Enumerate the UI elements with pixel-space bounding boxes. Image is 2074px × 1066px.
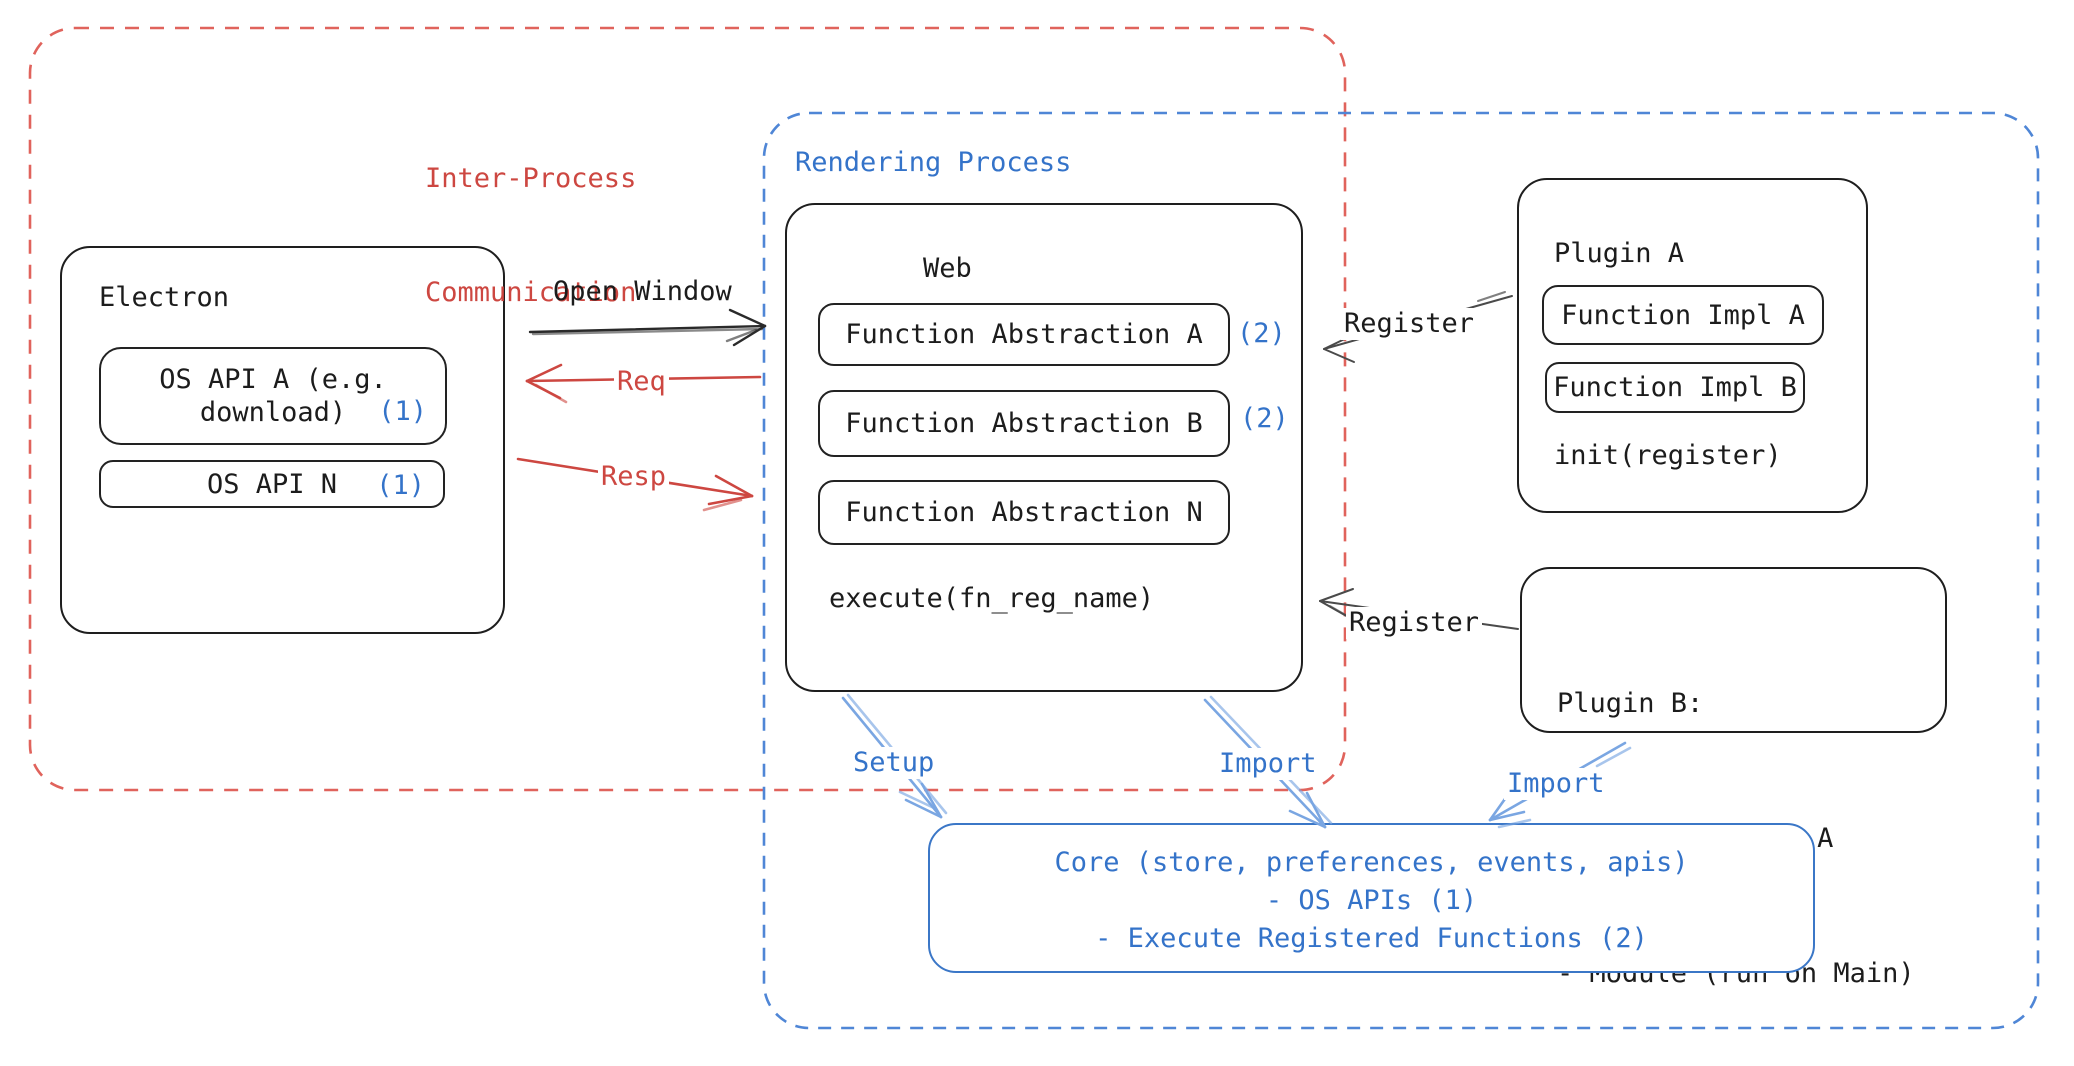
core-line3: - Execute Registered Functions (2) [1095, 923, 1648, 954]
os-api-n-box: OS API N (1) [99, 460, 445, 508]
function-impl-a-box: Function Impl A [1542, 285, 1824, 345]
rendering-process-label: Rendering Process [795, 147, 1072, 178]
function-abstraction-b-label: Function Abstraction B [845, 408, 1203, 439]
function-abstraction-a-box: Function Abstraction A [818, 303, 1230, 366]
plugin-b-box: Plugin B: - Function Impl A - Module (ru… [1520, 567, 1947, 989]
plugin-b-line1: Plugin B: [1557, 688, 1704, 719]
function-abstraction-n-box: Function Abstraction N [818, 480, 1230, 545]
os-api-a-line2: download) [199, 397, 347, 428]
core-line2: - OS APIs (1) [1265, 885, 1478, 916]
function-abstraction-n-label: Function Abstraction N [845, 497, 1203, 528]
ipc-label: Inter-Process Communication [425, 84, 636, 388]
import-plugin-label: Import [1504, 768, 1608, 800]
register-top-label: Register [1341, 308, 1478, 340]
ipc-label-line1: Inter-Process [425, 163, 637, 194]
fa-b-badge: (2) [1240, 403, 1289, 434]
import-web-label: Import [1216, 748, 1320, 780]
function-abstraction-a-label: Function Abstraction A [845, 319, 1203, 350]
resp-label: Resp [598, 461, 670, 493]
function-impl-b-label: Function Impl B [1553, 372, 1797, 403]
plugin-a-title: Plugin A [1554, 238, 1685, 269]
register-bottom-label: Register [1346, 607, 1483, 639]
os-api-a-badge: (1) [378, 396, 427, 427]
function-impl-a-label: Function Impl A [1561, 299, 1805, 331]
open-window-label: Open Window [553, 276, 732, 307]
plugin-a-box: Plugin A Function Impl A Function Impl B… [1517, 178, 1868, 513]
function-impl-b-box: Function Impl B [1545, 362, 1805, 413]
os-api-n-label: OS API N [206, 468, 338, 500]
electron-title: Electron [99, 282, 230, 313]
fa-a-badge: (2) [1237, 318, 1286, 349]
function-abstraction-b-box: Function Abstraction B [818, 390, 1230, 457]
setup-label: Setup [850, 747, 938, 779]
web-box: Web Function Abstraction A Function Abst… [785, 203, 1303, 692]
execute-text: execute(fn_reg_name) [829, 583, 1155, 614]
os-api-a-box: OS API A (e.g. download) (1) [99, 347, 447, 445]
os-api-a-line1: OS API A (e.g. [159, 364, 387, 395]
core-line1: Core (store, preferences, events, apis) [1054, 847, 1689, 878]
core-box: Core (store, preferences, events, apis) … [928, 823, 1815, 973]
web-title: Web [923, 253, 972, 284]
req-label: Req [614, 366, 669, 398]
init-register-text: init(register) [1554, 440, 1782, 471]
os-api-n-badge: (1) [376, 470, 425, 501]
